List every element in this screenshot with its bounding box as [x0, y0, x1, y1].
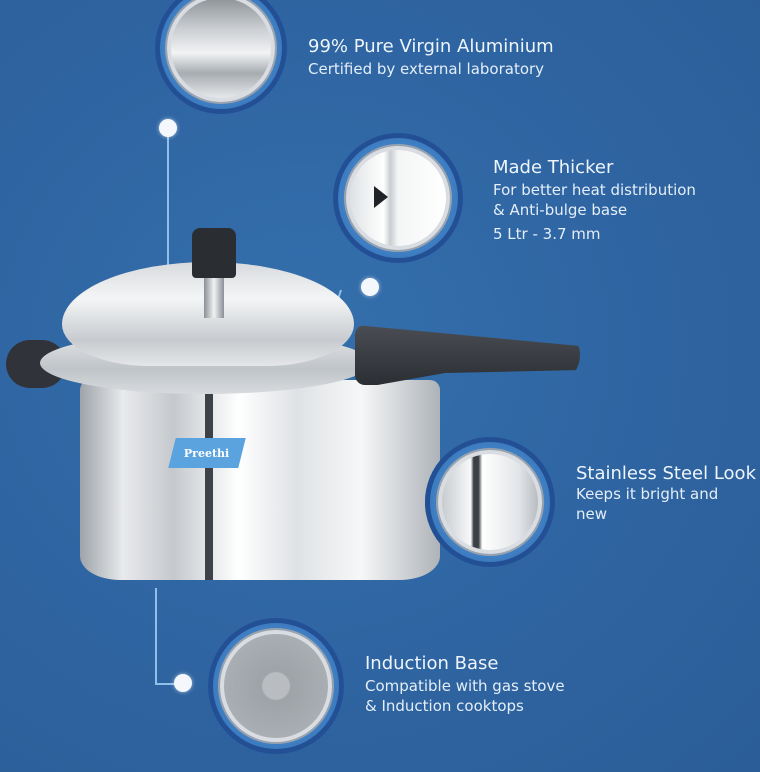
long-handle	[355, 325, 580, 385]
cooker-body	[80, 380, 440, 580]
lid-closeup-icon	[155, 0, 287, 114]
feature-desc: Certified by external laboratory	[308, 60, 545, 78]
feature-title: Stainless Steel Look	[576, 463, 756, 484]
feature-desc: Compatible with gas stove	[365, 677, 565, 695]
feature-desc: new	[576, 505, 608, 523]
feature-title: 99% Pure Virgin Aluminium	[308, 36, 554, 57]
feature-desc: Keeps it bright and	[576, 485, 719, 503]
arrow-right-icon	[374, 186, 388, 208]
connector-line-base-h	[155, 683, 179, 685]
induction-base-closeup-icon	[208, 618, 344, 754]
connector-line-top	[167, 128, 169, 288]
brand-logo: Preethi	[168, 438, 246, 468]
feature-title: Made Thicker	[493, 157, 614, 178]
feature-stainless: Stainless Steel Look Keeps it bright and…	[576, 464, 756, 524]
weight-valve-knob	[192, 228, 236, 278]
weight-valve-stem	[204, 278, 224, 318]
steel-body-closeup-icon	[425, 437, 555, 567]
feature-title: Induction Base	[365, 653, 499, 674]
feature-desc: 5 Ltr - 3.7 mm	[493, 225, 601, 243]
feature-thicker: Made Thicker For better heat distributio…	[493, 156, 696, 244]
feature-aluminium: 99% Pure Virgin Aluminium Certified by e…	[308, 35, 554, 79]
connector-line-base-v	[155, 588, 157, 684]
feature-desc: & Anti-bulge base	[493, 201, 628, 219]
feature-desc: For better heat distribution	[493, 181, 696, 199]
callout-dot-thicker	[361, 278, 379, 296]
feature-desc: & Induction cooktops	[365, 697, 524, 715]
callout-dot-base	[174, 674, 192, 692]
brand-logo-text: Preethi	[184, 446, 230, 460]
feature-induction: Induction Base Compatible with gas stove…	[365, 652, 565, 716]
thick-wall-closeup-icon	[333, 133, 463, 263]
callout-dot-top	[159, 119, 177, 137]
